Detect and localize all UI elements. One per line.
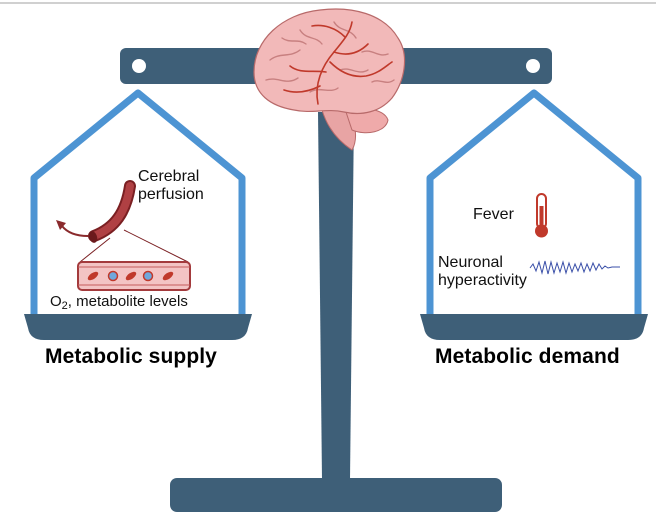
right-pan-tray <box>420 314 648 340</box>
fever-label: Fever <box>473 206 514 223</box>
oxygen-rest: , metabolite levels <box>67 293 188 310</box>
scale-pole <box>318 112 354 480</box>
right-pan <box>420 89 648 340</box>
thermometer-icon <box>535 193 548 238</box>
blood-vessel-icon <box>88 180 136 243</box>
zoom-lines <box>79 229 189 263</box>
left-pan <box>24 89 252 340</box>
metabolic-demand-title: Metabolic demand <box>435 345 620 368</box>
oxygen-subscript: 2 <box>61 300 68 312</box>
scale-base <box>170 478 502 512</box>
cerebral-perfusion-label: Cerebral perfusion <box>138 168 204 204</box>
hyperactivity-label-line2: hyperactivity <box>438 272 527 289</box>
beam-hole-right <box>526 59 540 73</box>
left-pan-outline <box>30 89 246 316</box>
oxygen-metabolite-label: O2, metabolite levels <box>50 293 188 315</box>
hyperactivity-label-line1: Neuronal <box>438 254 503 271</box>
metabolic-supply-title: Metabolic supply <box>45 345 217 368</box>
brain-icon <box>253 8 406 151</box>
perfusion-label-line2: perfusion <box>138 186 204 203</box>
neuronal-hyperactivity-label: Neuronal hyperactivity <box>438 254 527 290</box>
right-pan-outline <box>426 89 642 316</box>
oxygen-prefix: O <box>50 293 62 310</box>
left-pan-tray <box>24 314 252 340</box>
arrow-icon <box>56 220 89 237</box>
eeg-wave-icon <box>529 260 620 275</box>
beam-hole-left <box>132 59 146 73</box>
vessel-section <box>77 261 191 291</box>
perfusion-label-line1: Cerebral <box>138 168 200 185</box>
